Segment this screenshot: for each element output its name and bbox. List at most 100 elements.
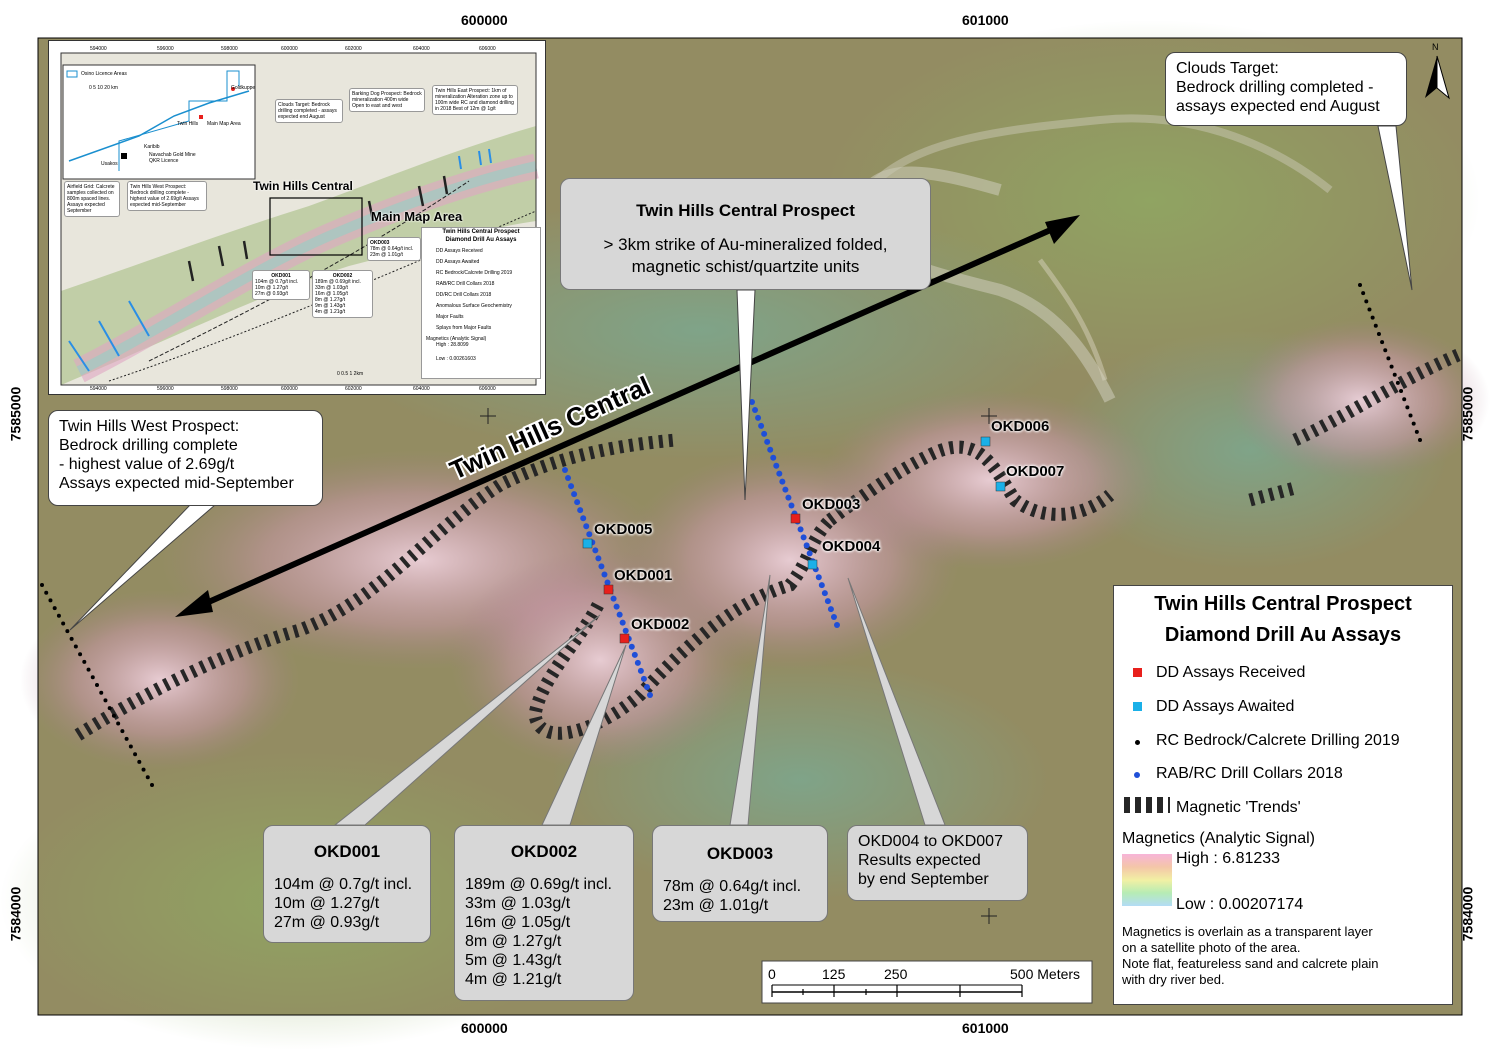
rc-2019-collar — [1402, 397, 1407, 402]
rc-2019-collar — [111, 713, 116, 718]
rc-2019-collar — [1358, 283, 1362, 287]
rc-2019-collar — [124, 736, 129, 741]
rab-rc-2018-collar — [571, 491, 578, 498]
inset-place-karibib: Karibib — [144, 144, 160, 150]
rab-rc-2018-collar — [619, 619, 626, 626]
okd007-marker[interactable] — [995, 481, 1006, 492]
clouds-line-3: assays expected end August — [1176, 98, 1380, 115]
rab-rc-2018-collar — [782, 486, 789, 493]
west-callout: Twin Hills West Prospect: Bedrock drilli… — [48, 410, 323, 506]
pending-line-2: Results expected — [858, 852, 981, 869]
y-left-7584000: 7584000 — [7, 886, 24, 942]
rab-rc-2018-collar — [622, 627, 629, 634]
rab-rc-2018-collar — [752, 406, 759, 413]
rc-2019-collar — [141, 767, 146, 772]
rc-2019-collar — [137, 759, 142, 764]
okd002-result-1: 189m @ 0.69g/t incl. — [465, 876, 612, 893]
rab-rc-2018-collar — [647, 692, 653, 698]
west-line-3: - highest value of 2.69g/t — [59, 456, 235, 473]
rc-2019-collar — [1414, 429, 1419, 434]
rc-2019-collar — [40, 583, 44, 587]
okd003-result-2: 23m @ 1.01g/t — [663, 897, 769, 914]
red-square-icon — [1122, 664, 1152, 682]
rab-rc-2018-collar — [824, 598, 831, 605]
rc-2019-collar — [145, 775, 150, 780]
clouds-line-2: Bedrock drilling completed - — [1176, 79, 1374, 96]
magnetic-trends — [74, 349, 1461, 741]
scale-500: 500 Meters — [1010, 966, 1080, 982]
okd001-result-1: 104m @ 0.7g/t incl. — [274, 876, 413, 893]
rc-2019-collar — [150, 783, 154, 787]
okd006-marker[interactable] — [980, 436, 991, 447]
okd003-marker[interactable] — [790, 513, 801, 524]
rc-2019-collar — [1399, 389, 1404, 394]
rab-rc-2018-collar — [616, 611, 623, 618]
dd-holes — [582, 436, 1006, 644]
rc-2019-collar — [99, 690, 104, 695]
rab-rc-2018-collar — [592, 547, 599, 554]
okd002-result-4: 8m @ 1.27g/t — [465, 933, 562, 950]
inset-main-map-label: Main Map Area — [371, 209, 463, 224]
rc-2019-collar — [1361, 291, 1366, 296]
magnetics-ramp — [1122, 854, 1172, 906]
legend-title-2: Diamond Drill Au Assays — [1164, 624, 1402, 646]
rc-2019-collar — [1380, 340, 1385, 345]
inset-xb-596000: 596000 — [157, 386, 174, 392]
inset-xb-598000: 598000 — [221, 386, 238, 392]
inset-xb-594000: 594000 — [90, 386, 107, 392]
rab-rc-2018-collar — [601, 571, 608, 578]
rc-2019-collar — [133, 752, 138, 757]
rc-2019-collar — [120, 729, 125, 734]
y-right-7584000: 7584000 — [1459, 886, 1476, 942]
rab-rc-2018-collar — [758, 422, 765, 429]
okd001-label: OKD001 — [614, 567, 673, 584]
okd005-marker[interactable] — [582, 538, 593, 549]
inset-place-usakos: Usakos — [101, 161, 118, 167]
rc-2019-collar — [1364, 299, 1369, 304]
okd003-results: OKD003 78m @ 0.64g/t incl. 23m @ 1.01g/t — [652, 825, 828, 922]
rab-rc-2018-collar — [583, 523, 590, 530]
pending-line-1: OKD004 to OKD007 — [858, 833, 1003, 850]
inset-scale: 0 0.5 1 2km — [337, 371, 364, 377]
okd002-marker[interactable] — [619, 633, 630, 644]
inset-x-604000: 604000 — [413, 46, 430, 52]
dashed-bar-icon — [1122, 797, 1172, 818]
rab-rc-2018-collar — [574, 499, 581, 506]
legend-item-received: DD Assays Received — [1122, 664, 1305, 682]
black-dot-icon — [1122, 732, 1152, 750]
x-bottom-601000: 601000 — [962, 1020, 1009, 1036]
inset-okd001: OKD001 104m @ 0.7g/t incl. 10m @ 1.27g/t… — [252, 270, 310, 300]
scale-0: 0 — [768, 966, 776, 982]
rc-2019-collar — [90, 675, 95, 680]
rab-rc-2018-collar — [800, 534, 807, 541]
okd002-result-5: 5m @ 1.43g/t — [465, 952, 562, 969]
blue-dot-icon — [1122, 765, 1152, 783]
rc-2019-collar — [48, 598, 53, 603]
rab-rc-2018-collar — [779, 478, 786, 485]
rab-rc-2018-collar — [764, 438, 771, 445]
rab-rc-2018-collar — [773, 462, 780, 469]
inset-place-mainmap: Main Map Area — [207, 121, 241, 127]
inset-place-twinhills: Twin Hills — [177, 121, 199, 127]
rc-2019-collar — [56, 613, 61, 618]
rab-rc-2018-collar — [770, 454, 777, 461]
rab-rc-2018-collar — [834, 622, 840, 628]
callout-pointers — [69, 125, 1413, 631]
rc-2019-collar — [78, 652, 83, 657]
north-arrow-icon — [1425, 55, 1450, 100]
rc-2019-collar — [1389, 364, 1394, 369]
rab-rc-2018-collar — [580, 515, 587, 522]
okd004-marker[interactable] — [807, 559, 818, 570]
okd001-marker[interactable] — [603, 584, 614, 595]
rab-rc-2018-collar — [568, 483, 575, 490]
y-right-7585000: 7585000 — [1459, 386, 1476, 442]
rab-rc-2018-collar — [565, 475, 572, 482]
inset-xb-604000: 604000 — [413, 386, 430, 392]
inset-legend: Twin Hills Central Prospect Diamond Dril… — [421, 227, 541, 379]
main-callout: Twin Hills Central Prospect > 3km strike… — [560, 178, 931, 290]
rc-2019-collar — [95, 683, 99, 687]
rab-rc-2018-collar — [562, 467, 568, 473]
inset-note-west: Twin Hills West Prospect: Bedrock drilli… — [127, 181, 207, 211]
rc-2019-collar — [1392, 372, 1397, 377]
